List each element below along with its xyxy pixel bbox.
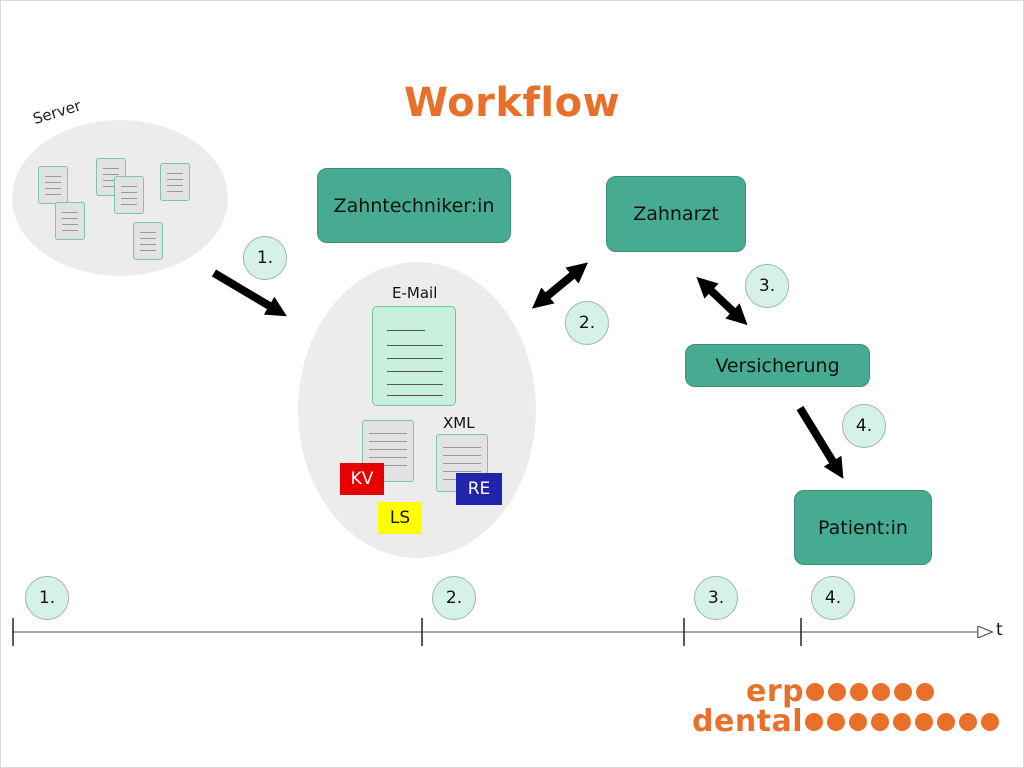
arrow-email-zahnarzt [531,262,589,309]
arrow-versicherung-patient [796,405,844,479]
logo-line-erp: erp [746,674,935,709]
logo-dots-icon [805,712,1000,731]
step-badge-1: 1. [243,236,287,280]
logo-dots-icon [806,682,935,701]
step-badge-4: 4. [842,404,886,448]
node-zahnarzt: Zahnarzt [606,176,746,252]
arrow-server-to-email [211,269,287,317]
timeline-marker-2: 2. [432,576,476,620]
email-document-icon [372,306,456,406]
document-icon [38,166,68,204]
document-icon [114,176,144,214]
node-versicherung: Versicherung [685,344,870,387]
document-icon [133,222,163,260]
xml-label: XML [443,414,475,432]
document-icon [160,163,190,201]
arrow-zahnarzt-versicherung [696,276,748,326]
kv-tag: KV [340,463,384,495]
timeline-axis-label: t [996,620,1003,640]
email-label: E-Mail [392,284,438,302]
timeline-marker-3: 3. [694,576,738,620]
logo-text-erp: erp [746,674,805,709]
step-badge-3: 3. [745,264,789,308]
re-tag: RE [456,473,502,505]
timeline-marker-4: 4. [811,576,855,620]
logo-line-dental: dental [692,704,1000,739]
node-patient: Patient:in [794,490,932,565]
logo-text-dental: dental [692,704,804,739]
timeline-marker-1: 1. [25,576,69,620]
ls-tag: LS [378,502,422,534]
node-zahntechniker: Zahntechniker:in [317,168,511,243]
document-icon [55,202,85,240]
page-title: Workflow [403,80,621,126]
